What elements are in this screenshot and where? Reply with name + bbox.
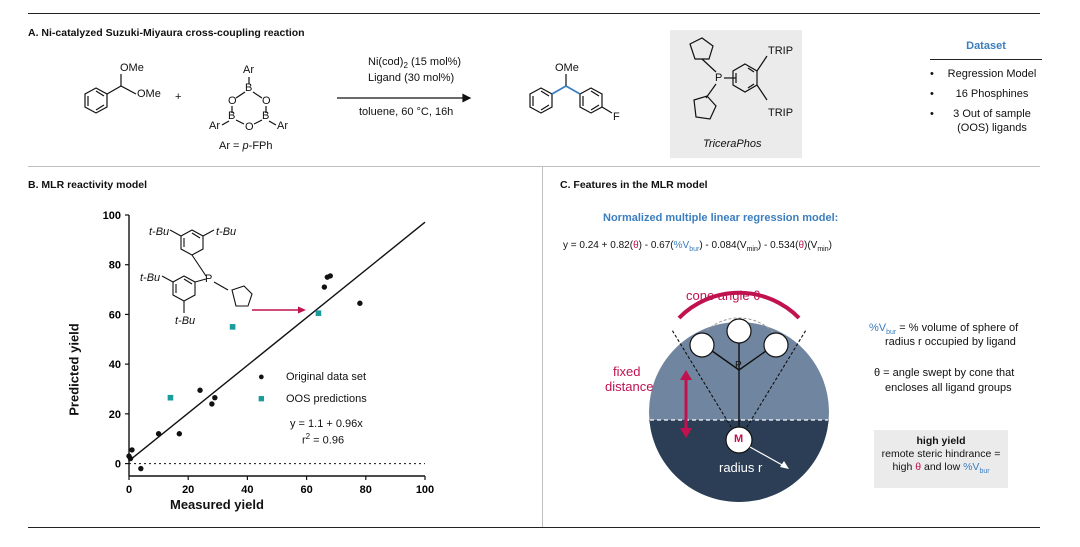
oos-data-point xyxy=(229,324,236,330)
inset-phosphine-structure xyxy=(161,229,253,313)
y-tick-label: 20 xyxy=(109,409,121,421)
original-data-point xyxy=(197,387,203,393)
original-data-point xyxy=(127,455,134,462)
high-yield-line1: remote steric hindrance = xyxy=(881,448,1001,460)
original-data-point xyxy=(321,284,328,290)
fixed-distance-label-1: fixed xyxy=(613,364,641,379)
ligand-group-left xyxy=(689,332,715,358)
boroxine-o-left: O xyxy=(228,95,237,107)
legend-label-oos: OOS predictions xyxy=(286,393,367,405)
y-tick-label: 100 xyxy=(103,210,121,222)
oos-data-point xyxy=(167,394,174,401)
ligand-trip-bottom: TRIP xyxy=(768,107,794,119)
product-fluoro: F xyxy=(613,111,620,123)
inset-label-tbu-1: t-Bu xyxy=(149,226,170,238)
x-tick-label: 80 xyxy=(360,484,372,496)
fit-r2: r2 = 0.96 xyxy=(302,432,345,447)
section-a-title: A. Ni-catalyzed Suzuki-Miyaura cross-cou… xyxy=(28,27,305,39)
original-data-point xyxy=(327,273,333,279)
dataset-item: •16 Phosphines xyxy=(930,88,1029,100)
radius-label: radius r xyxy=(719,460,763,475)
x-tick-label: 60 xyxy=(300,484,312,496)
fit-equation: y = 1.1 + 0.96x xyxy=(290,418,363,430)
ligand-name: TriceraPhos xyxy=(703,138,762,150)
inset-label-tbu-4: t-Bu xyxy=(175,315,196,327)
original-data-point xyxy=(209,401,215,407)
dataset-item: •Regression Model xyxy=(930,68,1037,80)
cone-angle-label: cone angle θ xyxy=(686,288,761,303)
original-data-point xyxy=(155,431,162,437)
vbur-definition-1: %Vbur = % volume of sphere of xyxy=(869,322,1019,337)
phosphorus-label: P xyxy=(735,360,742,371)
original-data-point xyxy=(212,395,218,401)
boroxine-b-left: B xyxy=(228,110,236,122)
substrate-ome-bottom: OMe xyxy=(137,88,161,100)
section-b-title: B. MLR reactivity model xyxy=(28,179,148,191)
boroxine-b-right: B xyxy=(262,110,270,122)
ligand-trip-top: TRIP xyxy=(768,45,794,57)
boroxine-b-top: B xyxy=(245,82,253,94)
section-c-title: C. Features in the MLR model xyxy=(560,179,708,191)
theta-definition-2: encloses all ligand groups xyxy=(885,382,1012,394)
original-data-point xyxy=(176,431,183,437)
fixed-distance-label-2: distance xyxy=(605,379,654,394)
y-tick-label: 40 xyxy=(109,359,121,371)
dataset-title: Dataset xyxy=(930,40,1042,60)
original-data-point xyxy=(129,447,135,453)
ligand-phosphorus: P xyxy=(715,72,723,84)
legend-label-original: Original data set xyxy=(286,371,367,383)
boroxine-ar-top: Ar xyxy=(243,64,254,76)
product-ome: OMe xyxy=(555,62,579,74)
boroxine-o-bottom: O xyxy=(245,121,254,133)
ligand-group-top xyxy=(726,318,752,344)
conditions-ligand: Ligand (30 mol%) xyxy=(368,72,455,84)
y-tick-label: 60 xyxy=(109,309,121,321)
high-yield-line2: high θ and low %Vbur xyxy=(892,461,990,476)
cone-angle-arc xyxy=(677,290,801,320)
regression-line xyxy=(128,221,426,462)
model-equation: y = 0.24 + 0.82(θ) - 0.67(%Vbur) - 0.084… xyxy=(563,240,832,253)
boroxine-ar-left: Ar xyxy=(209,120,220,132)
high-yield-title: high yield xyxy=(916,435,966,447)
boroxine-ar-right: Ar xyxy=(277,120,288,132)
plus-sign: + xyxy=(175,91,182,103)
dataset-item: •3 Out of sample (OOS) ligands xyxy=(930,108,1031,134)
inset-label-tbu-3: t-Bu xyxy=(140,272,161,284)
conditions-catalyst: Ni(cod)2 (15 mol%) xyxy=(368,56,462,71)
vbur-definition-2: radius r occupied by ligand xyxy=(885,336,1016,348)
theta-definition-1: θ = angle swept by cone that xyxy=(874,367,1015,379)
metal-label: M xyxy=(734,433,744,445)
inset-label-tbu-2: t-Bu xyxy=(216,226,237,238)
x-axis-title: Measured yield xyxy=(170,497,264,512)
panel-divider xyxy=(542,166,543,527)
dataset-panel: Dataset •Regression Model •16 Phosphines… xyxy=(930,40,1042,141)
boroxine-o-right: O xyxy=(262,95,271,107)
top-rule xyxy=(28,13,1040,14)
original-data-point xyxy=(138,465,144,472)
legend-dot-oos: ■ xyxy=(258,393,265,405)
original-data-point xyxy=(357,300,363,306)
oos-data-point xyxy=(315,310,322,316)
high-yield-box: high yield remote steric hindrance = hig… xyxy=(874,430,1008,488)
x-tick-label: 20 xyxy=(182,484,194,496)
middle-rule xyxy=(28,166,1040,167)
ligand-group-right xyxy=(763,332,789,358)
ar-definition: Ar = p-FPh xyxy=(219,140,273,152)
x-tick-label: 0 xyxy=(126,484,132,496)
x-tick-label: 100 xyxy=(416,484,434,496)
bottom-rule xyxy=(28,527,1040,528)
legend-dot-original: ● xyxy=(258,371,265,383)
metal-center xyxy=(725,426,753,454)
y-tick-label: 80 xyxy=(109,260,121,272)
model-title: Normalized multiple linear regression mo… xyxy=(603,212,839,224)
conditions-solvent: toluene, 60 °C, 16h xyxy=(359,106,454,118)
inset-label-phosphorus: P xyxy=(205,273,213,285)
y-tick-label: 0 xyxy=(115,459,121,471)
x-tick-label: 40 xyxy=(241,484,253,496)
substrate-ome-top: OMe xyxy=(120,62,144,74)
